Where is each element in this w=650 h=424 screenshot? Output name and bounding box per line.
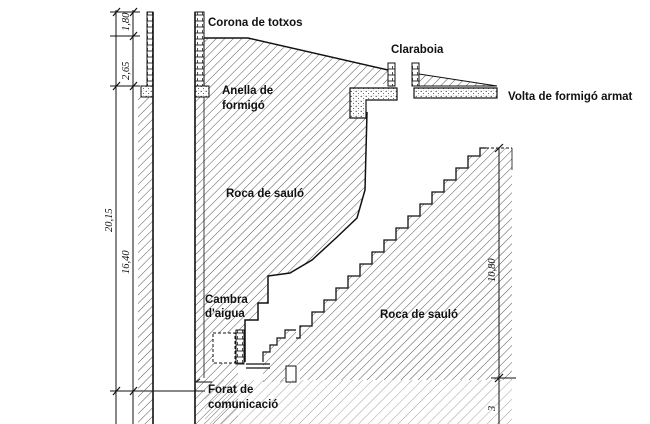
label-anella-line2: formigó [222, 100, 265, 112]
dim-2-65: 2,65 [121, 62, 132, 80]
label-volta: Volta de formigó armat [508, 91, 633, 103]
label-cambra-line2: d'aigua [205, 308, 245, 320]
label-anella-line1: Anella de [222, 85, 273, 97]
water-chamber [212, 329, 245, 365]
reinforced-concrete-vault [411, 62, 498, 99]
label-cambra-line1: Cambra [205, 294, 248, 306]
label-claraboia: Claraboia [391, 44, 444, 56]
upper-rock-mass [195, 37, 389, 424]
water-chamber-steps [246, 329, 297, 383]
dim-16-40: 16,40 [121, 250, 132, 274]
label-roca-upper: Roca de sauló [226, 188, 304, 200]
dim-3: 3 [487, 406, 498, 412]
label-corona: Corona de totxos [208, 17, 303, 29]
dim-20-15: 20,15 [104, 208, 115, 232]
left-shaft-wall [138, 11, 154, 424]
left-dimension-column [110, 7, 205, 424]
label-forat-line1: Forat de [208, 384, 253, 396]
dim-10-80: 10,80 [487, 258, 498, 282]
skylight-left-ledge [349, 62, 398, 119]
ground-bottom [205, 380, 512, 424]
communication-hole [195, 378, 212, 383]
brick-corona [194, 11, 205, 87]
label-roca-lower: Roca de sauló [380, 309, 458, 321]
label-forat-line2: comunicació [208, 399, 278, 411]
dim-1-80: 1,80 [121, 12, 132, 31]
lower-rock-stair [296, 147, 513, 380]
right-dimension-line [491, 143, 516, 424]
concrete-ring [194, 85, 210, 98]
